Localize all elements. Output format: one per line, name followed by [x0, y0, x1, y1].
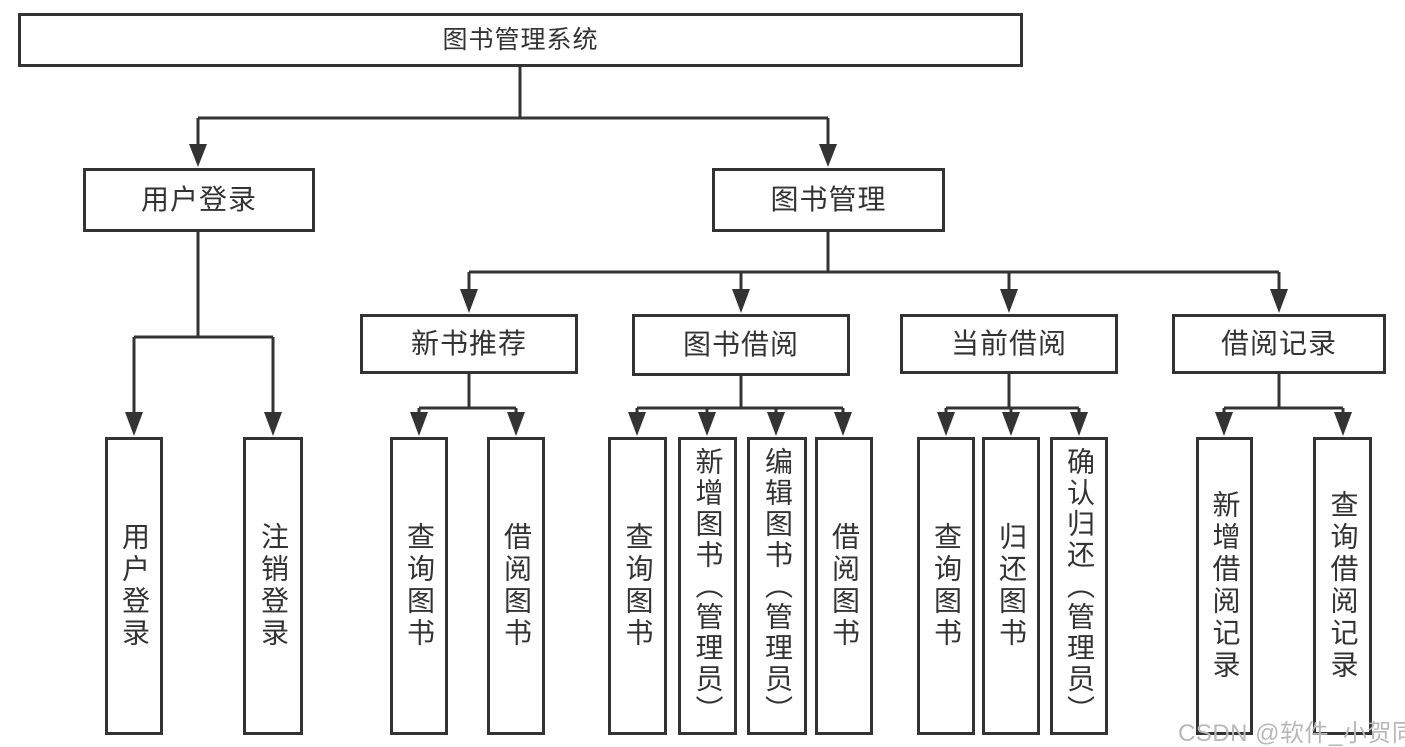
arrow-down-icon: [460, 289, 478, 313]
leaf-add-borrow-record: 新增借阅记录: [1196, 437, 1253, 735]
arrow-down-icon: [767, 412, 785, 436]
arrow-down-icon: [732, 289, 750, 313]
connector-borrowing-records-to-children: [1215, 373, 1352, 436]
arrow-down-icon: [819, 144, 837, 167]
node-book-management: 图书管理: [712, 168, 945, 232]
arrow-down-icon: [834, 412, 852, 436]
connector-current-borrowing-to-children: [937, 373, 1088, 436]
leaf-borrowing-query-books: 查询图书: [608, 437, 667, 735]
arrow-down-icon: [1002, 412, 1020, 436]
leaf-user-login: 用户登录: [105, 437, 163, 735]
arrow-down-icon: [1215, 412, 1233, 436]
leaf-edit-book-admin: 编辑图书（管理员）: [747, 437, 807, 735]
watermark-text: CSDN @软件_小贺同学: [1178, 720, 1405, 747]
arrow-down-icon: [1000, 289, 1018, 313]
node-library-management-system: 图书管理系统: [18, 13, 1023, 67]
node-new-book-recommendation: 新书推荐: [360, 314, 578, 374]
arrow-down-icon: [1070, 412, 1088, 436]
leaf-recommend-query-books: 查询图书: [390, 437, 448, 735]
arrow-down-icon: [937, 412, 955, 436]
arrow-down-icon: [698, 412, 716, 436]
arrow-down-icon: [1334, 412, 1352, 436]
leaf-logout-login: 注销登录: [243, 437, 303, 735]
connector-new-book-recommendation-to-children: [410, 373, 525, 436]
arrow-down-icon: [189, 144, 207, 167]
leaf-return-books: 归还图书: [982, 437, 1040, 735]
connector-book-borrowing-to-children: [628, 375, 852, 436]
arrow-down-icon: [125, 412, 143, 436]
leaf-recommend-borrow-books: 借阅图书: [487, 437, 545, 735]
arrow-down-icon: [628, 412, 646, 436]
leaf-add-book-admin: 新增图书（管理员）: [678, 437, 737, 735]
leaf-current-query-books: 查询图书: [917, 437, 975, 735]
leaf-confirm-return-admin: 确认归还（管理员）: [1050, 437, 1108, 735]
connector-book-management-to-level3: [460, 232, 1288, 313]
leaf-borrowing-borrow-books: 借阅图书: [815, 437, 873, 735]
node-book-borrowing: 图书借阅: [632, 314, 850, 376]
arrow-down-icon: [507, 412, 525, 436]
connector-root-to-level2: [189, 67, 837, 167]
node-user-login: 用户登录: [83, 168, 315, 232]
arrow-down-icon: [1270, 289, 1288, 313]
arrow-down-icon: [264, 412, 282, 436]
node-borrowing-records: 借阅记录: [1172, 314, 1386, 374]
arrow-down-icon: [410, 412, 428, 436]
leaf-query-borrow-record: 查询借阅记录: [1313, 437, 1372, 735]
node-current-borrowing: 当前借阅: [900, 314, 1118, 374]
connector-user-login-to-children: [125, 232, 282, 436]
